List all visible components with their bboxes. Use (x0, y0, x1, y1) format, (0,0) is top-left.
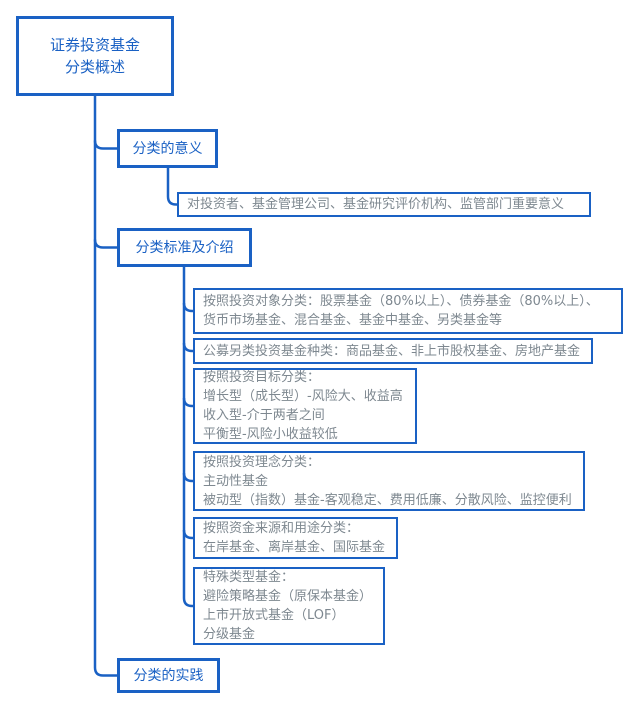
connector-subtrunk-standards (182, 267, 193, 608)
leaf-text: 对投资者、基金管理公司、基金研究评价机构、监管部门重要意义 (187, 197, 565, 212)
root-node-label-line2: 分类概述 (64, 58, 125, 76)
leaf-text: 按照投资对象分类：股票基金（80%以上）、债券基金（80%以上）、 (203, 294, 599, 309)
connector-branch-meaning (93, 140, 117, 150)
leaf-node-investment-goals[interactable]: 按照投资目标分类： 增长型（成长型）-风险大、收益高 收入型-介于两者之间 平衡… (193, 368, 417, 444)
leaf-node-fund-source[interactable]: 按照资金来源和用途分类： 在岸基金、离岸基金、国际基金 (193, 517, 398, 559)
branch-node-label: 分类标准及介绍 (135, 239, 234, 256)
leaf-text: 平衡型-风险小收益较低 (203, 427, 338, 442)
leaf-text: 货币市场基金、混合基金、基金中基金、另类基金等 (203, 313, 503, 328)
leaf-text: 主动性基金 (203, 473, 269, 489)
leaf-text: 特殊类型基金： (203, 570, 295, 585)
connector-leaf-philosophy (182, 472, 193, 483)
leaf-node-special-types[interactable]: 特殊类型基金： 避险策略基金（原保本基金） 上市开放式基金（LOF） 分级基金 (193, 567, 385, 645)
connector-subtrunk-meaning (166, 168, 177, 206)
root-node-label-line1: 证券投资基金 (49, 36, 140, 54)
leaf-text: 按照投资目标分类： (203, 370, 321, 385)
leaf-text: 公募另类投资基金种类：商品基金、非上市股权基金、房地产基金 (203, 343, 581, 359)
leaf-node-public-alternative[interactable]: 公募另类投资基金种类：商品基金、非上市股权基金、房地产基金 (193, 338, 593, 364)
leaf-node-meaning-detail[interactable]: 对投资者、基金管理公司、基金研究评价机构、监管部门重要意义 (177, 192, 591, 217)
connector-main-trunk (93, 96, 117, 677)
branch-node-meaning[interactable]: 分类的意义 (117, 129, 218, 168)
connector-leaf-public-alt (182, 342, 193, 353)
leaf-text: 分级基金 (203, 627, 256, 642)
leaf-text: 避险策略基金（原保本基金） (203, 589, 373, 604)
branch-node-label: 分类的实践 (133, 667, 204, 684)
leaf-node-investment-objects[interactable]: 按照投资对象分类：股票基金（80%以上）、债券基金（80%以上）、 货币市场基金… (193, 288, 623, 334)
leaf-text: 按照投资理念分类： (203, 454, 321, 470)
connector-leaf-objects (182, 302, 193, 313)
leaf-text: 增长型（成长型）-风险大、收益高 (203, 389, 403, 404)
branch-node-standards[interactable]: 分类标准及介绍 (117, 228, 252, 267)
leaf-text: 被动型（指数）基金-客观稳定、费用低廉、分散风险、监控便利 (203, 492, 572, 508)
leaf-text: 上市开放式基金（LOF） (203, 608, 345, 623)
connector-branch-standards (93, 239, 117, 249)
leaf-node-investment-philosophy[interactable]: 按照投资理念分类： 主动性基金 被动型（指数）基金-客观稳定、费用低廉、分散风险… (193, 451, 585, 511)
connector-leaf-source (182, 529, 193, 540)
branch-node-practice[interactable]: 分类的实践 (117, 658, 220, 693)
connector-leaf-goals (182, 397, 193, 408)
leaf-text: 按照资金来源和用途分类： (203, 521, 360, 536)
leaf-text: 在岸基金、离岸基金、国际基金 (203, 540, 386, 555)
branch-node-label: 分类的意义 (132, 140, 203, 157)
root-node[interactable]: 证券投资基金 分类概述 (16, 16, 174, 96)
leaf-text: 收入型-介于两者之间 (203, 408, 325, 423)
